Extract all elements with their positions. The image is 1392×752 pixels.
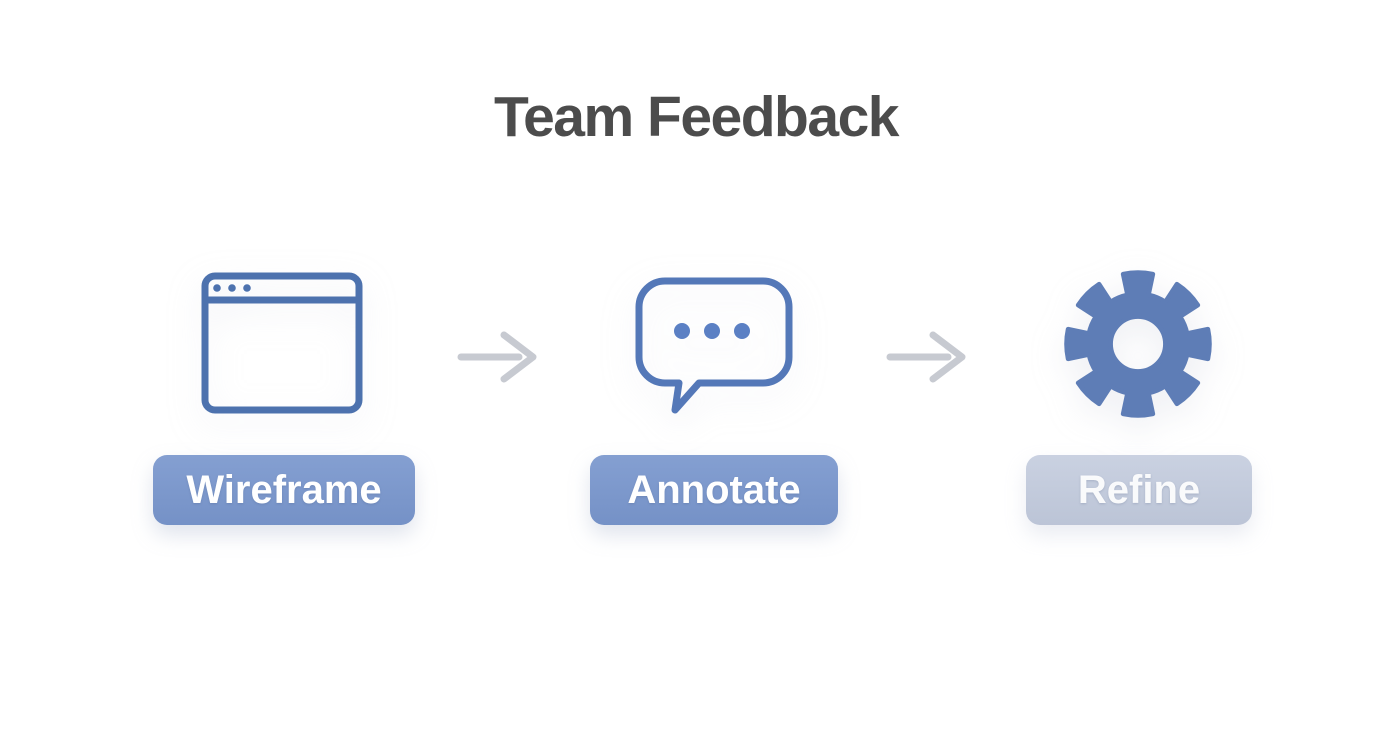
gear-icon	[1064, 270, 1212, 418]
refine-button[interactable]: Refine	[1026, 455, 1252, 525]
flow-arrow-2	[886, 325, 970, 394]
step-annotate-icon-wrap	[635, 277, 793, 415]
browser-window-icon	[201, 272, 363, 414]
right-arrow-icon	[457, 331, 537, 383]
step-refine-icon-wrap	[1059, 268, 1217, 420]
wireframe-button[interactable]: Wireframe	[153, 455, 415, 525]
step-wireframe-icon-wrap	[201, 272, 363, 414]
annotate-button[interactable]: Annotate	[590, 455, 838, 525]
right-arrow-icon	[886, 331, 966, 383]
page-title: Team Feedback	[494, 85, 899, 149]
flow-arrow-1	[457, 325, 541, 394]
comment-bubble-icon	[635, 277, 793, 414]
